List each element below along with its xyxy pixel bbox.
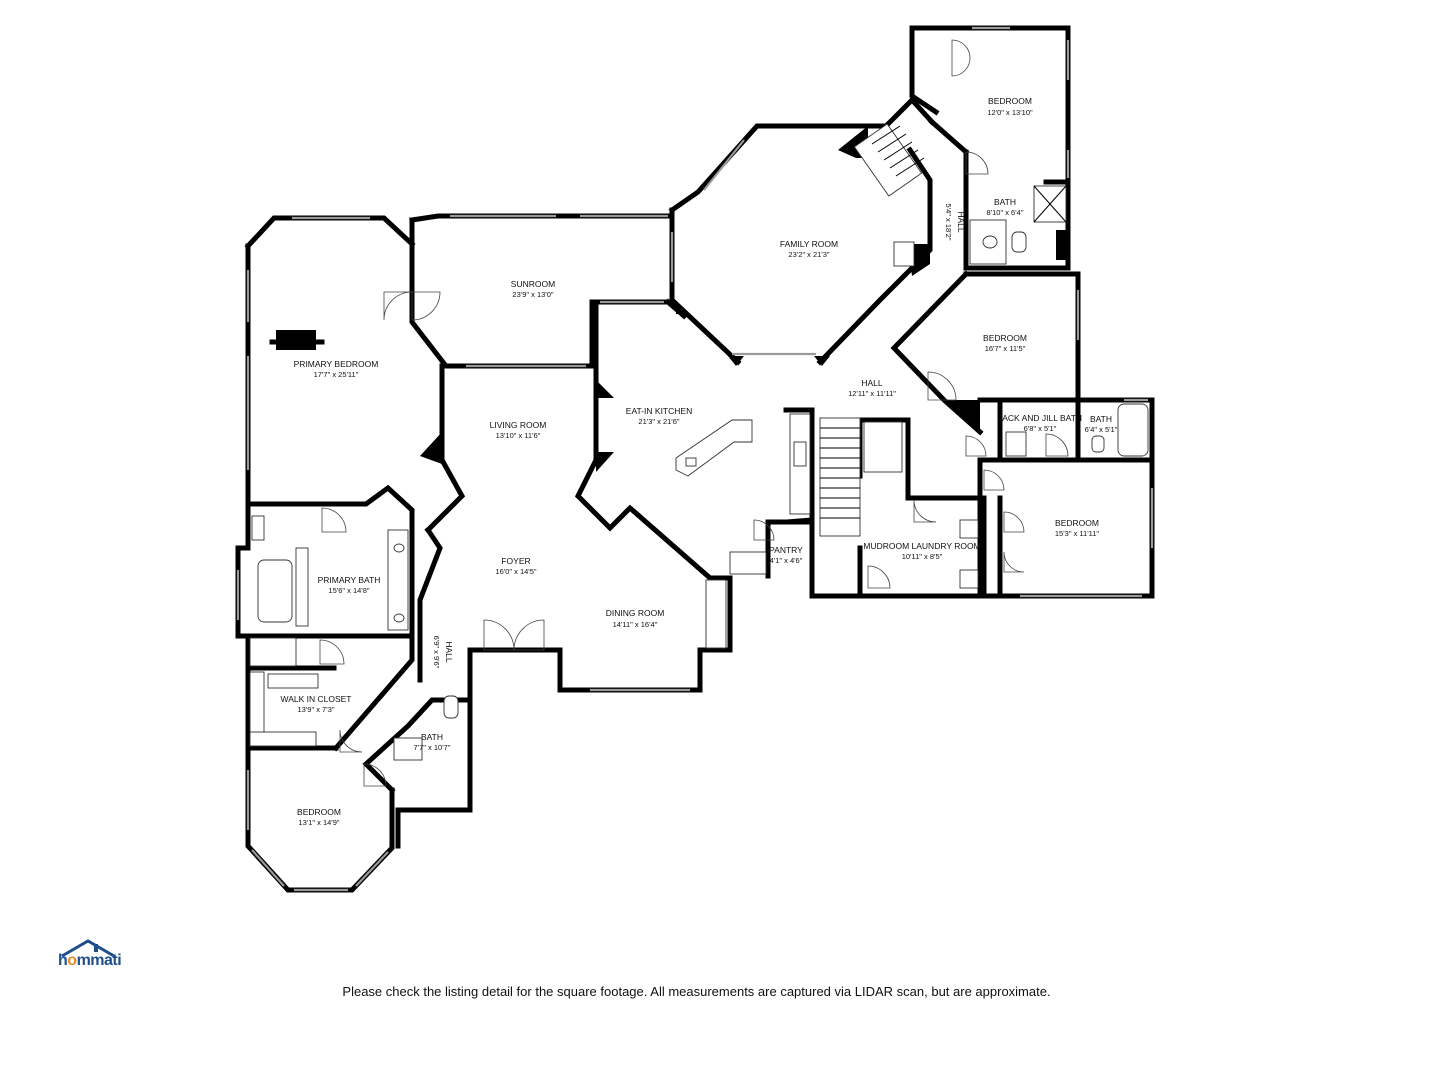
room-dims-hall-west: 6'9" x 9'6": [432, 636, 441, 669]
room-label-primary-bedroom: PRIMARY BEDROOM: [294, 359, 379, 369]
room-label-bedroom-sw: BEDROOM: [297, 807, 341, 817]
room-dims-primary-bedroom: 17'7" x 25'11": [314, 370, 359, 379]
room-dims-bath-ne: 8'10" x 6'4": [987, 208, 1024, 217]
kitchen-island: [675, 419, 753, 477]
room-label-bath-east: BATH: [1090, 414, 1112, 424]
room-dims-dining-room: 14'11" x 16'4": [613, 620, 658, 629]
room-label-mudroom-laundry: MUDROOM LAUNDRY ROOM: [863, 541, 980, 551]
room-label-walk-in-closet: WALK IN CLOSET: [280, 694, 351, 704]
room-dims-jack-and-jill-bath: 6'8" x 5'1": [1024, 424, 1057, 433]
room-dims-bedroom-east: 15'3" x 11'11": [1055, 529, 1100, 538]
room-dims-mudroom-laundry: 10'11" x 8'5": [902, 552, 943, 561]
room-label-bedroom-east: BEDROOM: [1055, 518, 1099, 528]
hommati-logo: hommati: [58, 938, 142, 974]
room-label-hall-west: HALL: [444, 641, 454, 663]
house-roof-icon: [61, 939, 115, 958]
windows: [236, 26, 1154, 892]
room-label-family-room: FAMILY ROOM: [780, 239, 838, 249]
room-dims-sunroom: 23'9" x 13'0": [512, 290, 553, 299]
room-label-dining-room: DINING ROOM: [606, 608, 665, 618]
room-labels: BEDROOM 12'0" x 13'10" BATH 8'10" x 6'4"…: [280, 96, 1117, 827]
room-dims-living-room: 13'10" x 11'6": [496, 431, 541, 440]
room-dims-bedroom-ne: 12'0" x 13'10": [987, 108, 1033, 117]
solid-blocks: [276, 126, 1068, 472]
room-dims-hall-ne: 5'4" x 18'2": [944, 204, 953, 241]
room-dims-primary-bath: 15'6" x 14'8": [328, 586, 369, 595]
room-label-primary-bath: PRIMARY BATH: [318, 575, 381, 585]
room-dims-foyer: 16'0" x 14'5": [495, 567, 536, 576]
room-label-living-room: LIVING ROOM: [490, 420, 547, 430]
logo-wordmark: hommati: [58, 952, 122, 969]
stairs-main: [819, 417, 903, 537]
disclaimer-text: Please check the listing detail for the …: [342, 984, 1051, 999]
stairs-upper: [853, 123, 925, 197]
room-dims-walk-in-closet: 13'9" x 7'3": [298, 705, 335, 714]
room-label-jack-and-jill-bath: JACK AND JILL BATH: [998, 413, 1082, 423]
room-dims-hall-center: 12'11" x 11'11": [848, 389, 896, 398]
room-dims-family-room: 23'2" x 21'3": [788, 250, 829, 259]
room-label-eat-in-kitchen: EAT-IN KITCHEN: [626, 406, 692, 416]
fixtures: [249, 39, 1149, 787]
room-label-pantry: PANTRY: [769, 545, 803, 555]
room-label-sunroom: SUNROOM: [511, 279, 555, 289]
room-dims-bath-east: 6'4" x 5'1": [1085, 425, 1118, 434]
room-label-foyer: FOYER: [501, 556, 530, 566]
room-dims-eat-in-kitchen: 21'3" x 21'6": [638, 417, 679, 426]
room-label-hall-ne: HALL: [956, 211, 966, 233]
room-label-bedroom-mid: BEDROOM: [983, 333, 1027, 343]
room-label-bedroom-ne: BEDROOM: [988, 96, 1032, 106]
room-dims-bedroom-sw: 13'1" x 14'9": [298, 818, 339, 827]
room-dims-bedroom-mid: 16'7" x 11'5": [985, 344, 1026, 353]
room-dims-bath-sw: 7'7" x 10'7": [414, 743, 451, 752]
room-label-hall-center: HALL: [861, 378, 883, 388]
room-dims-pantry: 4'1" x 4'6": [770, 556, 803, 565]
room-label-bath-sw: BATH: [421, 732, 443, 742]
room-label-bath-ne: BATH: [994, 197, 1016, 207]
bathtub: [257, 559, 293, 623]
